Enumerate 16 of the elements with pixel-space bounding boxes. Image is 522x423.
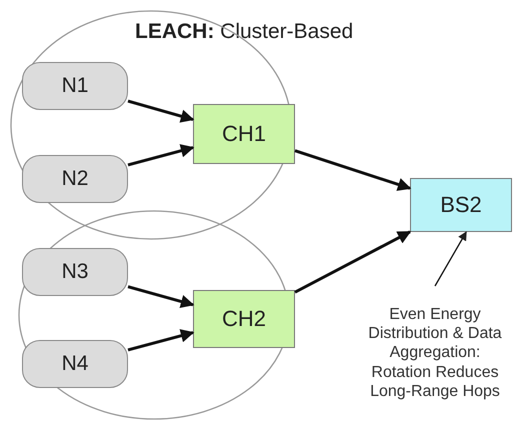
annotation-text: Even Energy Distribution & Data Aggregation: Rotation Reduces Long-Range Hops [365, 286, 505, 420]
arrow [128, 100, 194, 123]
arrow [294, 230, 412, 294]
arrow [128, 144, 194, 166]
sensor-node: N3 [22, 248, 128, 296]
arrow [434, 231, 467, 286]
sensor-node: N2 [22, 155, 128, 203]
arrow [128, 329, 194, 352]
cluster-head-box: CH1 [193, 104, 295, 164]
arrow [294, 149, 412, 191]
arrow [128, 285, 194, 308]
diagram-title: LEACH: Cluster-Based [135, 20, 354, 44]
sensor-node: N4 [22, 340, 128, 388]
cluster-head-box: CH2 [193, 290, 295, 348]
sensor-node: N1 [22, 62, 128, 110]
base-station-box: BS2 [410, 178, 512, 232]
